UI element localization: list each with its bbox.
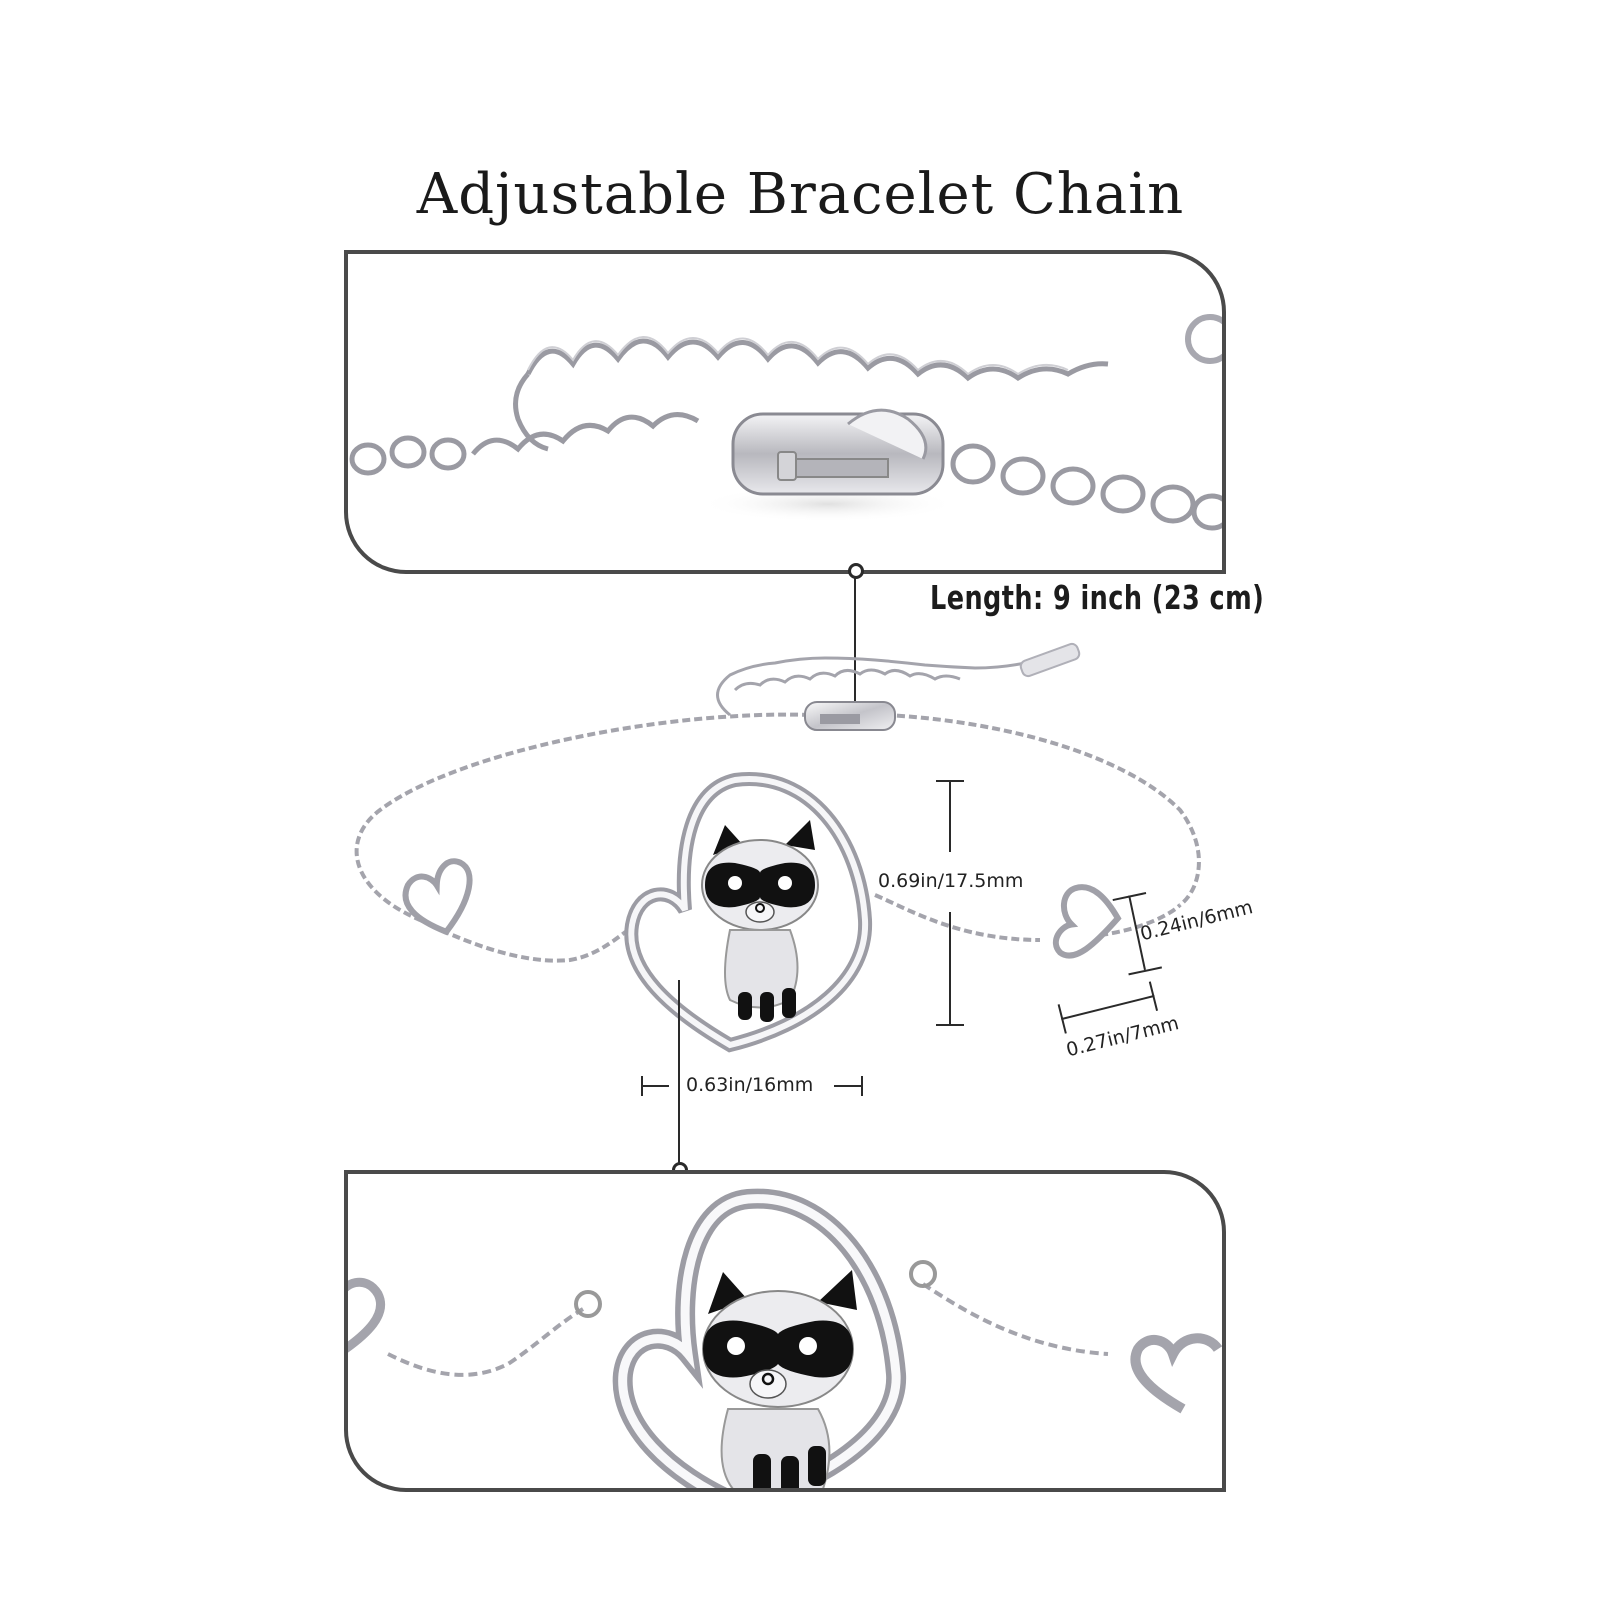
length-label: Length: 9 inch (23 cm) xyxy=(930,578,1265,617)
pendant-height-cap-bottom xyxy=(936,1024,964,1026)
pendant-width-cap-right xyxy=(861,1076,863,1096)
pendant-width-line-left xyxy=(641,1085,669,1087)
pendant-connector-line xyxy=(678,980,680,1170)
heart-width-line xyxy=(1061,994,1155,1021)
clasp-chain-illustration xyxy=(349,314,1222,531)
pendant-closeup-illustration xyxy=(348,1188,1222,1488)
pendant-width-label: 0.63in/16mm xyxy=(686,1074,814,1096)
raccoon-figure xyxy=(701,820,819,1022)
pendant-height-label: 0.69in/17.5mm xyxy=(878,870,1024,892)
page-title: Adjustable Bracelet Chain xyxy=(416,162,1185,227)
length-connector-line xyxy=(854,570,856,710)
pendant-width-line-right xyxy=(834,1085,862,1087)
clasp-closeup-panel xyxy=(344,250,1226,574)
bracelet-illustration xyxy=(340,640,1240,1060)
pendant-closeup-panel xyxy=(344,1170,1226,1492)
connector-ring-marker xyxy=(848,563,864,579)
pendant-height-line-lower xyxy=(949,912,951,1024)
pendant-height-line-upper xyxy=(949,780,951,852)
